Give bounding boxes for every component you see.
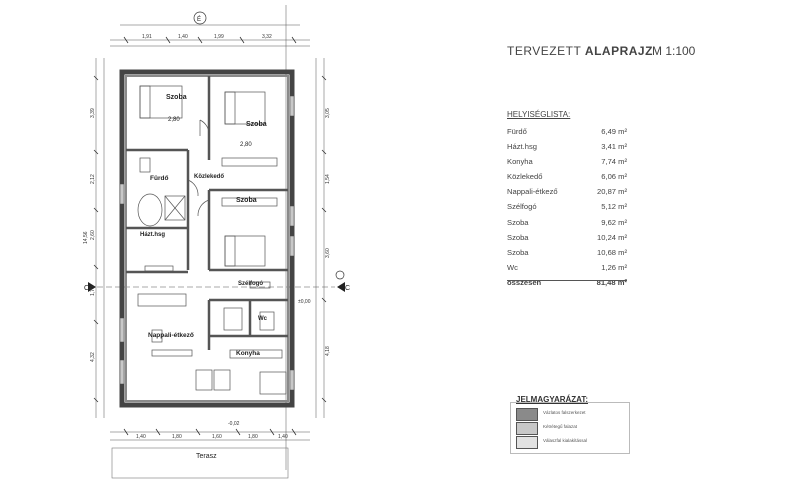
room-list-heading: HELYISÉGLISTA:: [507, 110, 571, 119]
dim-top-2: 1,40: [178, 34, 188, 40]
dim-right-1: 3,05: [325, 108, 331, 118]
room-row: Konyha 7,74 m²: [507, 157, 627, 172]
dim-left-2: 2,12: [90, 174, 96, 184]
plan-title-prefix: TERVEZETT: [507, 44, 585, 58]
dim-left-4: 1,70: [90, 286, 96, 296]
room-area: 10,24 m²: [597, 232, 627, 242]
legend-label: Vázlatos falszerkezet: [543, 410, 586, 415]
room-name: Szélfogó: [507, 202, 537, 212]
legend-swatch: [516, 436, 538, 449]
section-mark-right: C: [345, 285, 350, 292]
dim-bottom-3: 1,60: [212, 434, 222, 440]
legend-label: Válaszfal kialakítással: [543, 438, 588, 443]
room-label-szoba2: Szoba: [246, 121, 267, 128]
room-name: Wc: [507, 262, 518, 272]
room-area: 10,68 m²: [597, 247, 627, 257]
room-area: 20,87 m²: [597, 187, 627, 197]
dim-bottom-2: 1,80: [172, 434, 182, 440]
furniture-label-2: 2,80: [240, 142, 252, 148]
room-label-szoba1: Szoba: [166, 94, 187, 101]
room-label-konyha: Konyha: [236, 350, 260, 357]
room-area: 9,62 m²: [601, 217, 627, 227]
floor-plan-drawing: Szoba Szoba Szoba Fürdő Közlekedő Házt.h…: [83, 5, 350, 479]
room-label-haztsg: Házt.hsg: [140, 232, 165, 238]
room-row: Házt.hsg 3,41 m²: [507, 142, 627, 157]
room-label-szelfogo: Szélfogó: [238, 281, 263, 287]
room-total-row: összesen 81,48 m²: [507, 278, 627, 293]
room-area: 5,12 m²: [601, 202, 627, 212]
room-row: Szoba 10,24 m²: [507, 233, 627, 248]
room-row: Nappali-étkező 20,87 m²: [507, 187, 627, 202]
room-name: Konyha: [507, 157, 533, 167]
room-name: Közlekedő: [507, 172, 543, 182]
legend-label: Kétrétegű falazat: [543, 424, 578, 429]
north-mark: É: [197, 16, 201, 23]
room-label-nappali: Nappali-étkező: [148, 332, 194, 339]
dim-top-3: 1,99: [214, 34, 224, 40]
dim-left-5: 4,32: [90, 352, 96, 362]
room-list: Fürdő 6,49 m² Házt.hsg 3,41 m² Konyha 7,74 …: [507, 127, 627, 293]
room-area: 3,41 m²: [601, 142, 627, 152]
furniture-label: 2,80: [168, 117, 180, 123]
dim-right-4: 4,18: [325, 346, 331, 356]
room-name: Szoba: [507, 217, 529, 227]
room-row: Szoba 10,68 m²: [507, 248, 627, 263]
dim-left-3: 2,60: [90, 230, 96, 240]
dim-right-3: 3,60: [325, 248, 331, 258]
room-name: Házt.hsg: [507, 142, 537, 152]
plan-title-bold: ALAPRAJZ: [584, 44, 653, 58]
room-row: Fürdő 6,49 m²: [507, 127, 627, 142]
room-total-label: összesen: [507, 277, 542, 287]
legend-swatch: [516, 408, 538, 421]
plan-title: TERVEZETT ALAPRAJZ: [507, 44, 653, 58]
room-label-furdo: Fürdő: [150, 175, 168, 182]
room-label-wc: Wc: [258, 316, 268, 322]
dim-bottom-4: 1,80: [248, 434, 258, 440]
room-total-area: 81,48 m²: [596, 277, 627, 287]
room-label-terasz: Terasz: [196, 453, 217, 460]
legend-heading: JELMAGYARÁZAT:: [516, 395, 589, 404]
section-mark-left: C: [84, 285, 89, 292]
dim-bottom-1: 1,40: [136, 434, 146, 440]
legend-swatch: [516, 422, 538, 435]
room-row: Szoba 9,62 m²: [507, 218, 627, 233]
dim-top-1: 1,91: [142, 34, 152, 40]
room-area: 7,74 m²: [601, 157, 627, 167]
room-area: 1,26 m²: [601, 262, 627, 272]
room-row: Wc 1,26 m²: [507, 263, 627, 278]
dim-total-height: 14,56: [83, 231, 89, 244]
room-label-szoba3: Szoba: [236, 197, 257, 204]
level-mark-1: -0,02: [228, 421, 240, 427]
dim-left-1: 3,39: [90, 108, 96, 118]
room-row: Közlekedő 6,06 m²: [507, 172, 627, 187]
total-divider: [507, 280, 627, 281]
room-row: Szélfogó 5,12 m²: [507, 202, 627, 217]
room-name: Nappali-étkező: [507, 187, 558, 197]
room-name: Fürdő: [507, 127, 527, 136]
dim-right-2: 1,54: [325, 174, 331, 184]
dim-bottom-5: 1,40: [278, 434, 288, 440]
level-mark-2: ±0,00: [298, 299, 311, 305]
room-name: Szoba: [507, 247, 529, 257]
room-area: 6,49 m²: [601, 127, 627, 136]
room-name: Szoba: [507, 232, 529, 242]
plan-scale: M 1:100: [652, 44, 696, 58]
legend-box: [510, 402, 630, 454]
room-label-kozlekedo: Közlekedő: [194, 174, 224, 180]
dim-top-4: 3,32: [262, 34, 272, 40]
room-area: 6,06 m²: [601, 172, 627, 182]
